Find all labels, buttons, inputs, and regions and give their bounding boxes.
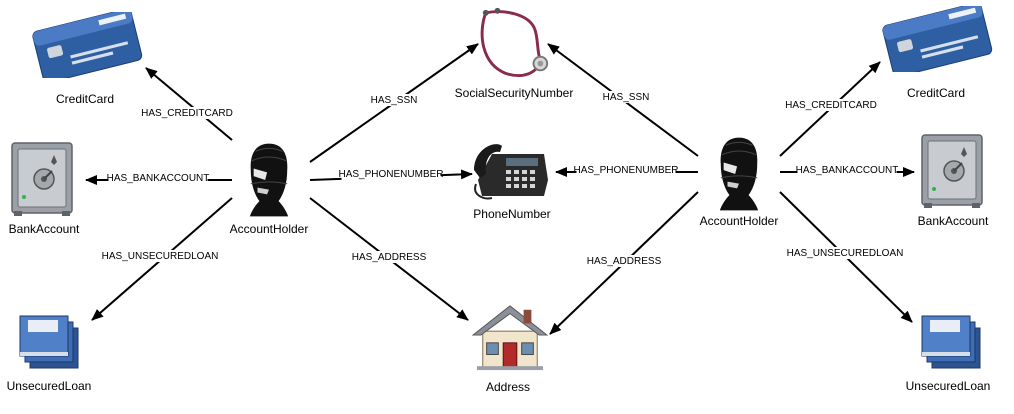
node-label: UnsecuredLoan xyxy=(906,379,991,393)
node-bankaccount-left[interactable]: BankAccount xyxy=(9,141,80,236)
edge-label-background xyxy=(789,247,901,259)
edge-arrow xyxy=(145,67,233,141)
nodes-layer: CreditCard BankAccount UnsecuredLoan Acc… xyxy=(7,2,994,394)
edge-has-creditcard: HAS_CREDITCARD xyxy=(779,61,881,157)
node-phone[interactable]: PhoneNumber xyxy=(473,143,551,221)
node-unsecuredloan-left[interactable]: UnsecuredLoan xyxy=(7,315,92,393)
safe-icon xyxy=(10,141,74,218)
masked-person-icon xyxy=(249,143,289,217)
edge-label-background xyxy=(351,251,427,263)
credit-card-icon xyxy=(31,12,144,78)
edge-label: HAS_PHONENUMBER xyxy=(338,169,443,180)
folder-stack-icon xyxy=(921,315,981,369)
node-label: CreditCard xyxy=(907,86,965,100)
edge-label-background xyxy=(601,91,651,103)
credit-card-icon xyxy=(881,6,994,72)
edge-label: HAS_SSN xyxy=(371,95,418,106)
edge-label: HAS_UNSECUREDLOAN xyxy=(102,251,219,262)
node-label: AccountHolder xyxy=(700,214,779,228)
masked-person-icon xyxy=(719,137,759,211)
edge-label-background xyxy=(108,172,208,184)
edge-label: HAS_PHONENUMBER xyxy=(573,165,678,176)
edge-label-background xyxy=(369,94,419,106)
node-accountholder-right[interactable]: AccountHolder xyxy=(700,137,779,228)
edge-has-ssn: HAS_SSN xyxy=(309,43,479,163)
edge-label: HAS_BANKACCOUNT xyxy=(796,165,899,176)
node-label: UnsecuredLoan xyxy=(7,379,92,393)
edge-label-background xyxy=(104,250,216,262)
node-label: SocialSecurityNumber xyxy=(455,86,574,100)
edge-has-creditcard: HAS_CREDITCARD xyxy=(140,67,234,141)
node-ssn[interactable]: SocialSecurityNumber xyxy=(455,6,574,100)
edge-has-address: HAS_ADDRESS xyxy=(309,197,469,321)
node-label: BankAccount xyxy=(918,214,989,228)
edge-label-background xyxy=(586,255,662,267)
edge-has-bankaccount: HAS_BANKACCOUNT xyxy=(780,164,915,177)
node-bankaccount-right[interactable]: BankAccount xyxy=(918,133,989,228)
house-icon xyxy=(472,305,548,371)
node-accountholder-left[interactable]: AccountHolder xyxy=(230,143,309,236)
edge-has-address: HAS_ADDRESS xyxy=(549,191,699,335)
edge-label: HAS_BANKACCOUNT xyxy=(107,173,210,184)
edge-label: HAS_CREDITCARD xyxy=(141,108,233,119)
edge-has-phonenumber: HAS_PHONENUMBER xyxy=(309,168,473,181)
stethoscope-icon xyxy=(480,6,549,78)
safe-icon xyxy=(920,133,984,210)
edge-has-unsecuredloan: HAS_UNSECUREDLOAN xyxy=(91,197,233,321)
folder-stack-icon xyxy=(19,315,79,369)
edges-layer: HAS_CREDITCARD HAS_BANKACCOUNT HAS_UNSECUR… xyxy=(85,43,915,335)
edge-label-background xyxy=(576,164,676,176)
node-address[interactable]: Address xyxy=(472,305,548,394)
edge-label-background xyxy=(797,164,897,176)
node-unsecuredloan-right[interactable]: UnsecuredLoan xyxy=(906,315,991,393)
edge-label-background xyxy=(784,99,878,111)
node-creditcard-left[interactable]: CreditCard xyxy=(31,8,144,106)
edge-label: HAS_ADDRESS xyxy=(587,256,662,267)
edge-has-ssn: HAS_SSN xyxy=(547,43,699,157)
edge-label: HAS_ADDRESS xyxy=(352,252,427,263)
node-label: CreditCard xyxy=(56,92,114,106)
node-creditcard-right[interactable]: CreditCard xyxy=(881,2,994,100)
edge-has-unsecuredloan: HAS_UNSECUREDLOAN xyxy=(779,191,913,323)
edge-label-background xyxy=(140,107,234,119)
node-label: AccountHolder xyxy=(230,222,309,236)
desk-phone-icon xyxy=(473,143,549,200)
edge-has-bankaccount: HAS_BANKACCOUNT xyxy=(85,172,232,185)
node-label: PhoneNumber xyxy=(473,207,550,221)
edge-label-background xyxy=(341,168,441,180)
node-label: Address xyxy=(486,380,530,394)
node-label: BankAccount xyxy=(9,222,80,236)
edge-label: HAS_UNSECUREDLOAN xyxy=(787,248,904,259)
edge-label: HAS_SSN xyxy=(603,92,650,103)
edge-label: HAS_CREDITCARD xyxy=(785,100,877,111)
edge-has-phonenumber: HAS_PHONENUMBER xyxy=(555,164,698,177)
